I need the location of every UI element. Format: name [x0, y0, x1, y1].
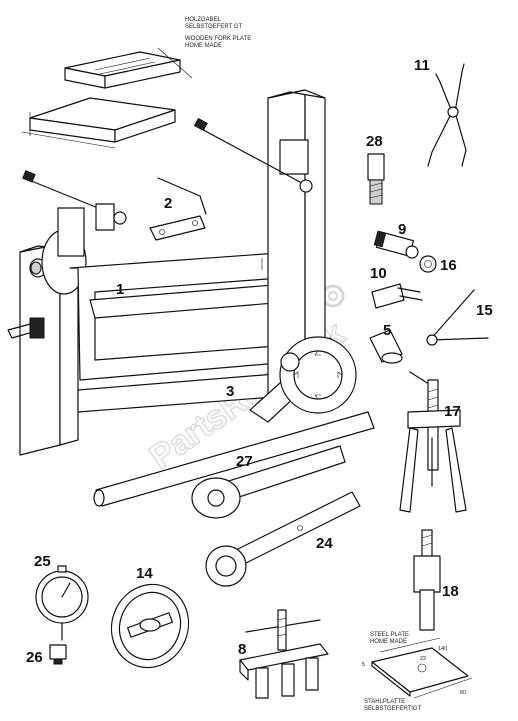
svg-text:22: 22: [420, 656, 426, 662]
wooden-fork-plate-note: HOLZGABEL SELBSTGEFERT GT WOODEN FORK PL…: [185, 17, 251, 49]
callout-18: 18: [442, 583, 459, 600]
callout-11: 11: [414, 57, 430, 74]
tool-18-slide-hammer: [413, 529, 441, 631]
tube-rod: [93, 411, 375, 507]
svg-text:5: 5: [362, 662, 365, 668]
callout-24: 24: [316, 535, 333, 552]
callout-17: 17: [444, 403, 461, 420]
tool-15-gauge: [426, 289, 489, 346]
tool-25-dial-indicator: [35, 565, 89, 641]
tool-14-degree-disc: [110, 583, 190, 669]
tool-24-pin-wrench: [205, 491, 361, 587]
tool-5-sleeve: [369, 329, 403, 364]
steel-plate-note: STEEL PLATE HOME MADE STAHLPLATTE SELBST…: [364, 632, 422, 712]
tool-27-hook-wrench: [191, 445, 346, 519]
tool-9-puller-head: [373, 230, 419, 259]
threaded-rod-lower: [22, 170, 127, 231]
callout-9: 9: [398, 221, 406, 238]
callout-15: 15: [476, 302, 493, 319]
svg-text:STEEL PLATE: STEEL PLATE: [370, 632, 409, 638]
svg-text:HOLZGABEL: HOLZGABEL: [185, 17, 222, 23]
tool-26-adapter: [49, 644, 67, 665]
threaded-rod-upper: [193, 117, 313, 193]
callout-3: 3: [226, 383, 234, 400]
tool-10-pin-block: [371, 283, 423, 309]
callout-28: 28: [366, 133, 383, 150]
tool-11-circlip-pliers: [427, 63, 467, 167]
wooden-fork-plate: [21, 47, 193, 149]
svg-text:HOME MADE: HOME MADE: [185, 43, 222, 49]
svg-text:60: 60: [460, 690, 466, 696]
watermark-gear-icon: [321, 284, 345, 308]
fork-holder-stand: [7, 89, 326, 456]
tool-8-clamp-block: [239, 609, 329, 699]
callout-8: 8: [238, 641, 246, 658]
callout-14: 14: [136, 565, 153, 582]
tool-17-puller: [399, 371, 467, 513]
tool-16-nut: [419, 255, 437, 273]
callout-27: 27: [236, 453, 253, 470]
callout-10: 10: [370, 265, 387, 282]
callout-1: 1: [116, 281, 124, 298]
tool-28-tap: [367, 153, 385, 205]
svg-text:SELBSTGEFERT GT: SELBSTGEFERT GT: [185, 24, 242, 30]
svg-text:STAHLPLATTE: STAHLPLATTE: [364, 699, 405, 705]
svg-text:SELBSTGEFERTIGT: SELBSTGEFERTIGT: [364, 706, 422, 712]
callout-2: 2: [164, 195, 172, 212]
svg-text:140: 140: [438, 646, 447, 652]
callout-25: 25: [34, 553, 51, 570]
callout-26: 26: [26, 649, 43, 666]
tool-2-angle-pin: [149, 177, 207, 241]
steel-plate: 140 60 22 5: [362, 637, 473, 699]
tool-3-ring-nut-wrench: [249, 336, 357, 423]
callout-16: 16: [440, 257, 457, 274]
svg-text:HOME MADE: HOME MADE: [370, 639, 407, 645]
callout-5: 5: [383, 322, 391, 339]
svg-text:WOODEN FORK PLATE: WOODEN FORK PLATE: [185, 36, 251, 42]
